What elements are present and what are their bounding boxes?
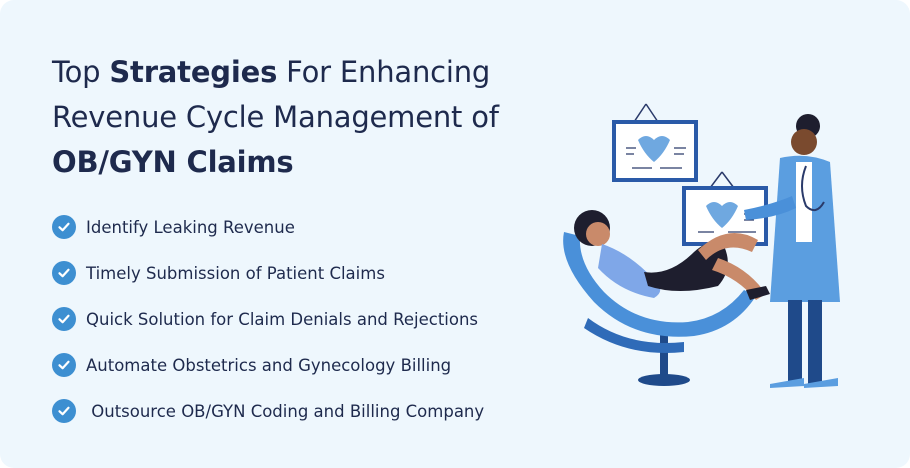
uterus-chart-icon: [612, 103, 698, 182]
strategy-item-4: Automate Obstetrics and Gynecology Billi…: [52, 342, 484, 388]
strategy-item-1: Identify Leaking Revenue: [52, 204, 484, 250]
gynecology-exam-illustration: [563, 103, 840, 388]
check-circle-icon: [52, 215, 76, 239]
check-circle-icon: [52, 399, 76, 423]
strategy-list: Identify Leaking Revenue Timely Submissi…: [52, 204, 484, 434]
check-circle-icon: [52, 353, 76, 377]
strategy-item-3: Quick Solution for Claim Denials and Rej…: [52, 296, 484, 342]
title-line1-rest: For Enhancing: [277, 55, 491, 89]
check-circle-icon: [52, 307, 76, 331]
strategy-text: Quick Solution for Claim Denials and Rej…: [86, 309, 479, 329]
title-bold-word: Strategies: [109, 55, 278, 89]
strategy-text: Timely Submission of Patient Claims: [86, 263, 385, 283]
strategy-item-5: Outsource OB/GYN Coding and Billing Comp…: [52, 388, 484, 434]
check-circle-icon: [52, 261, 76, 285]
title-line2: Revenue Cycle Management of: [52, 100, 499, 134]
page-title: Top Strategies For Enhancing Revenue Cyc…: [52, 50, 572, 185]
strategy-item-2: Timely Submission of Patient Claims: [52, 250, 484, 296]
title-prefix: Top: [52, 55, 110, 89]
strategy-text: Automate Obstetrics and Gynecology Billi…: [86, 355, 452, 375]
strategy-text: Outsource OB/GYN Coding and Billing Comp…: [86, 401, 485, 421]
strategy-text: Identify Leaking Revenue: [86, 217, 295, 237]
title-line3: OB/GYN Claims: [52, 145, 294, 179]
